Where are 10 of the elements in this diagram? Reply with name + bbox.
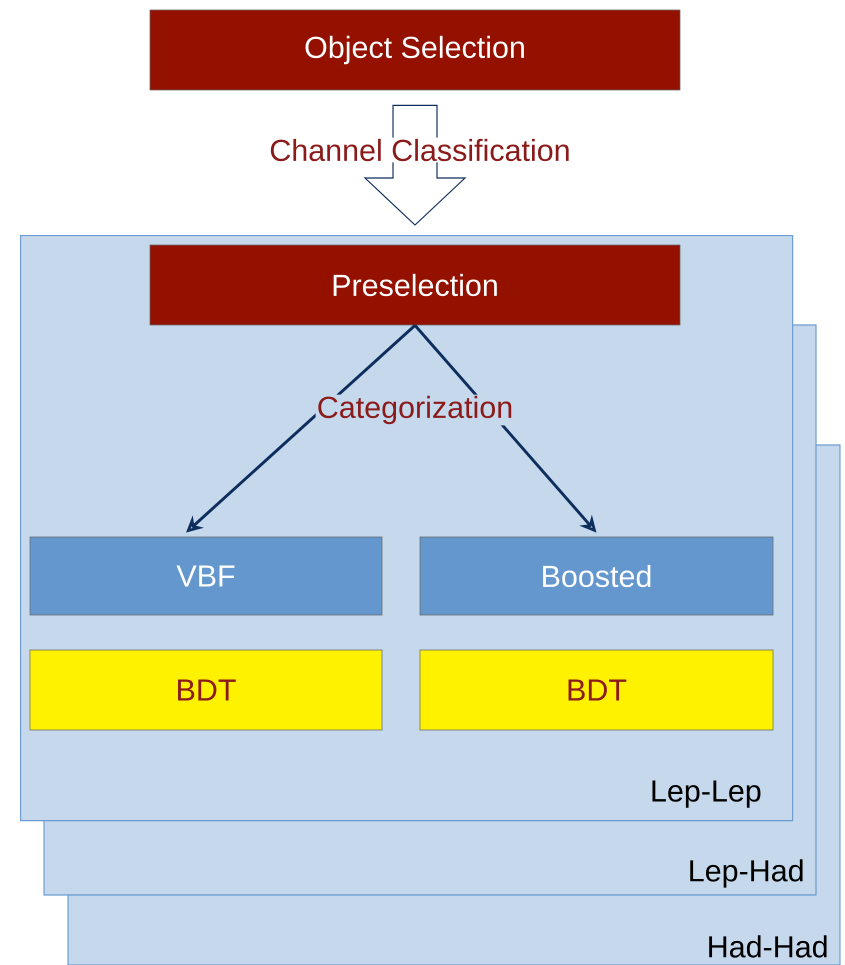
- category-label: Categorization: [316, 394, 514, 426]
- process-box: Object Selection: [150, 10, 680, 90]
- edge-label: Channel Classification: [268, 138, 572, 162]
- process-box: Preselection: [150, 244, 680, 326]
- channel-label: Lep-Had: [690, 859, 803, 888]
- classifier-box: BDT: [420, 650, 774, 730]
- category-box: VBF: [30, 536, 382, 616]
- classifier-box: BDT: [30, 650, 382, 730]
- category-box: Boosted: [420, 536, 774, 616]
- channel-label: Had-Had: [709, 935, 827, 958]
